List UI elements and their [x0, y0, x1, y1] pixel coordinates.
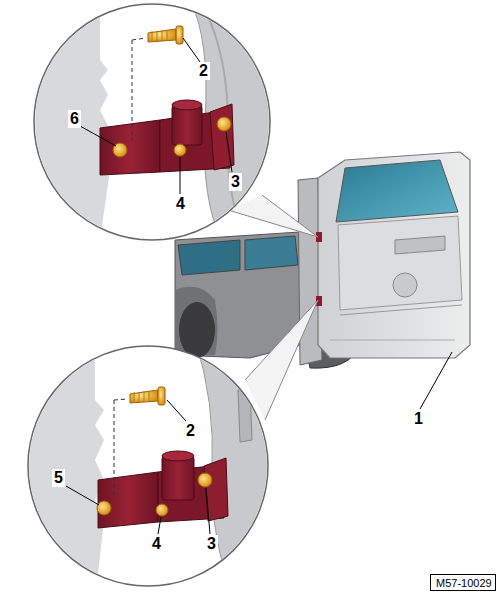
- callout-number: 6: [68, 110, 81, 128]
- drawing-number-box: M57-10029: [430, 574, 496, 591]
- callout-number: 2: [184, 422, 197, 440]
- callout-number: 4: [174, 195, 187, 213]
- drawing-number: M57-10029: [436, 577, 490, 590]
- callout-number: 5: [52, 469, 65, 487]
- callout-number: 3: [229, 173, 242, 191]
- callout-number: 4: [150, 535, 163, 553]
- callout-number: 3: [205, 535, 218, 553]
- callout-number: 1: [412, 410, 425, 428]
- callout-number: 2: [197, 62, 210, 80]
